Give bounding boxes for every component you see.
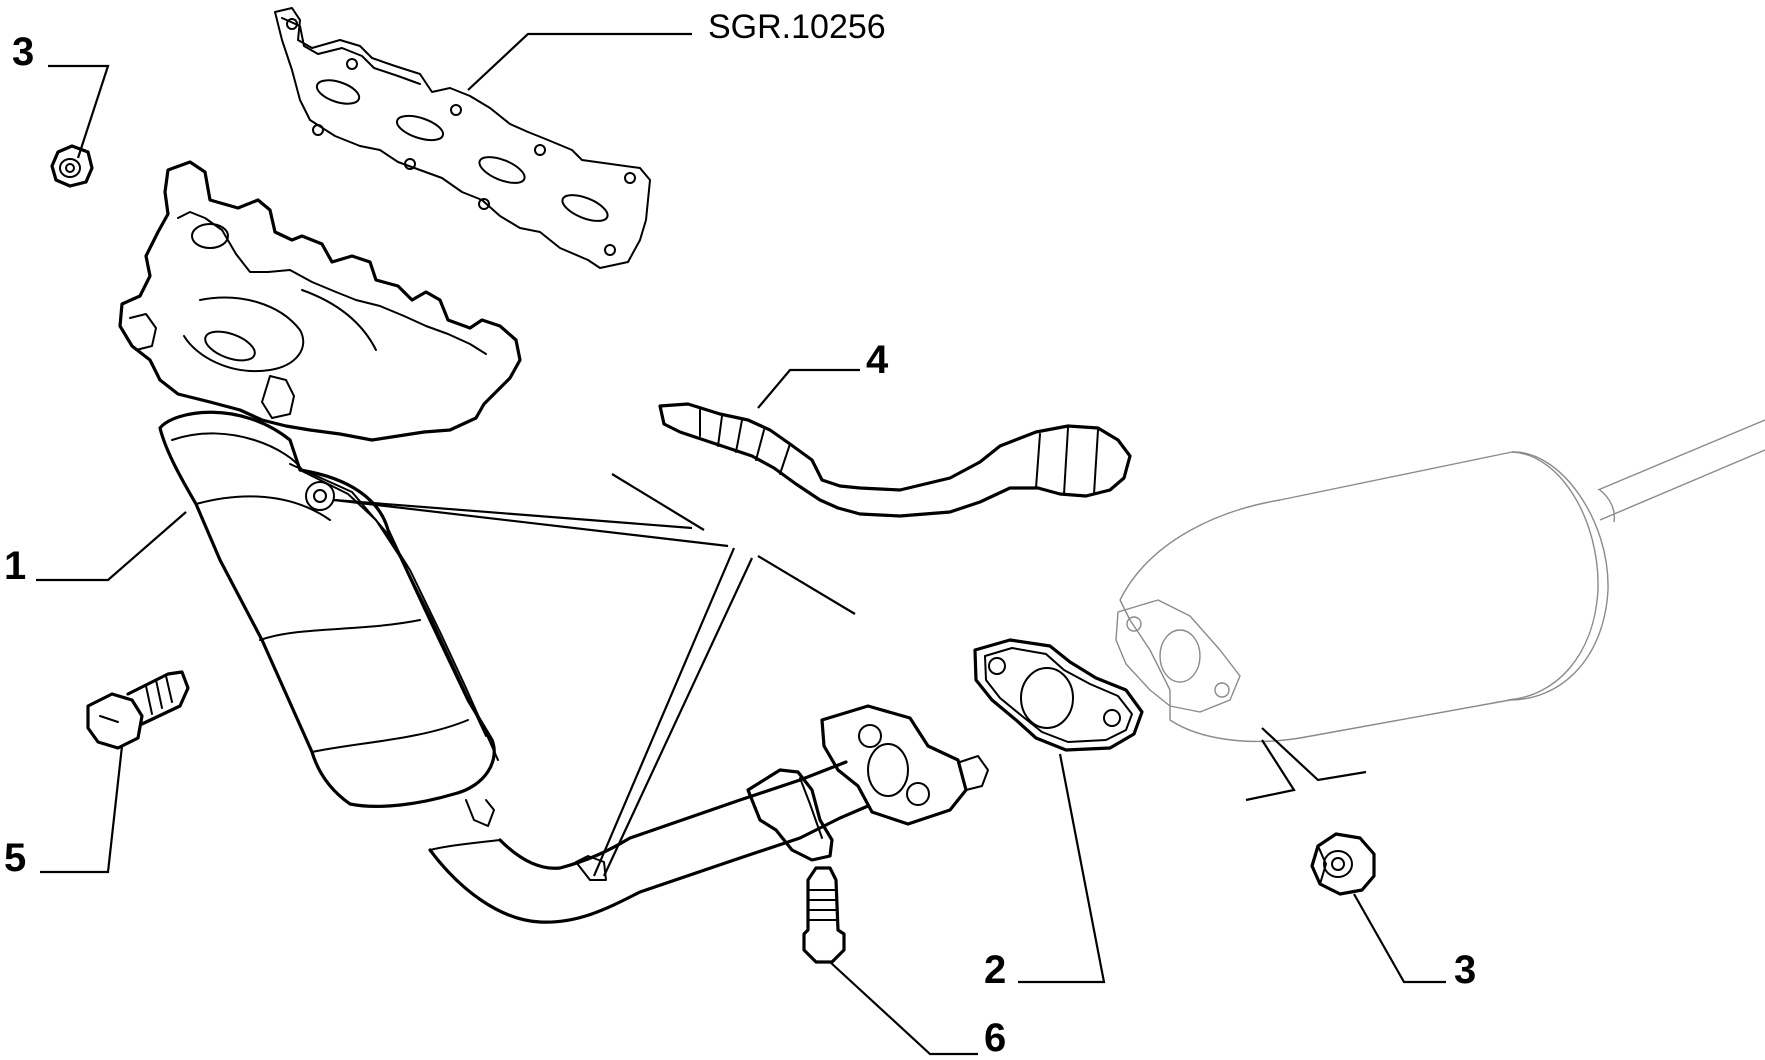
callout-number-stud: 6 — [984, 1016, 1007, 1060]
callout-number-bolt: 5 — [4, 836, 27, 880]
callout-number-lambda-sensor: 4 — [866, 338, 889, 382]
leader-1 — [36, 511, 187, 582]
callout-number-nut-right: 3 — [1454, 948, 1477, 992]
stud — [802, 866, 846, 964]
flange-gasket — [973, 638, 1144, 752]
leader-3-top — [48, 64, 110, 159]
leader-5 — [40, 745, 124, 874]
leader-2 — [1018, 753, 1106, 984]
downstream-exhaust — [1115, 419, 1765, 743]
nut-top-left — [50, 144, 94, 188]
bracket-lower — [1245, 739, 1296, 802]
sensor-pointer-lines — [333, 473, 856, 877]
bracket-upper — [1261, 727, 1367, 782]
nut-right — [1310, 832, 1376, 896]
callout-number-flange-gasket: 2 — [984, 948, 1007, 992]
leader-reference — [467, 32, 692, 91]
lambda-sensor — [658, 402, 1132, 518]
manifold-gasket — [274, 7, 651, 269]
reference-code: SGR.10256 — [708, 8, 886, 46]
leader-3-right — [1353, 893, 1446, 984]
callout-number-nut-top-left: 3 — [12, 30, 35, 74]
leader-4 — [757, 368, 860, 409]
leader-6 — [829, 961, 978, 1056]
callout-number-catalytic-manifold: 1 — [4, 544, 27, 588]
callout-leaders — [36, 32, 1446, 1056]
bolt — [86, 670, 190, 750]
catalytic-manifold — [118, 160, 989, 924]
